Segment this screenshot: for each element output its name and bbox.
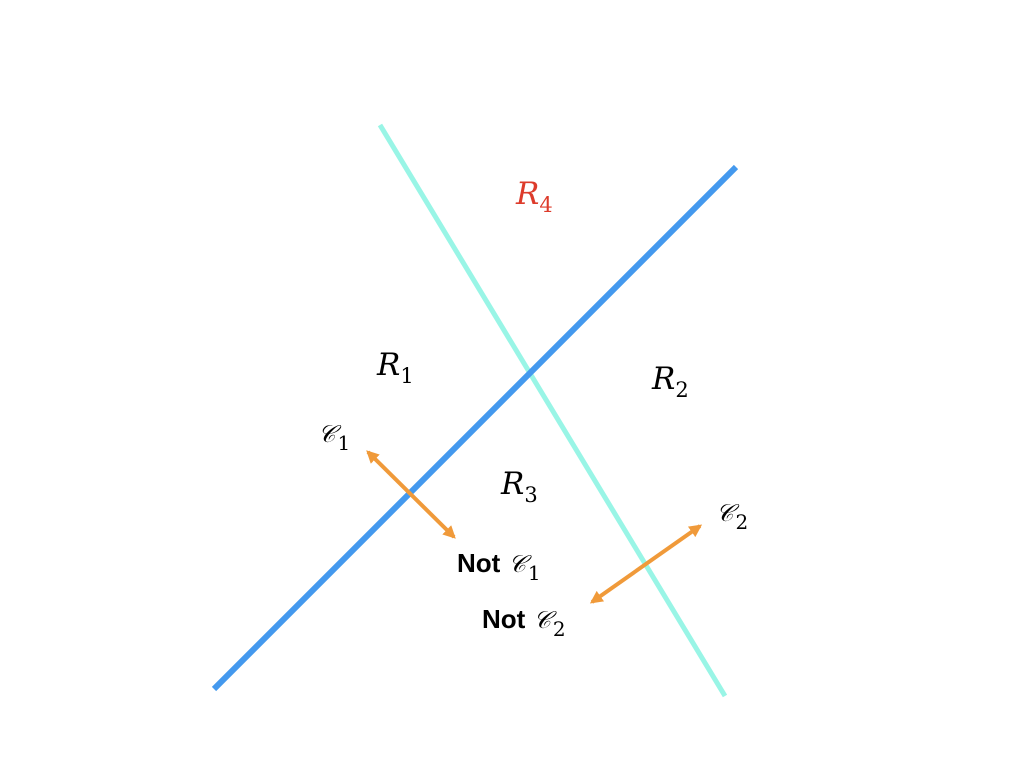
- region-1-letter: R: [376, 347, 400, 383]
- not-class-2-subscript: 2: [553, 617, 566, 641]
- not-class-1-subscript: 1: [528, 561, 541, 585]
- region-2-label: R2: [651, 361, 689, 402]
- region-2-subscript: 2: [675, 378, 688, 402]
- region-3-subscript: 3: [524, 483, 537, 507]
- not-class-1-word: Not: [457, 548, 501, 578]
- region-4-letter: R: [515, 176, 539, 212]
- region-3-label: R3: [500, 466, 538, 507]
- boundary-line-1: [211, 164, 739, 692]
- class-1-arrow: [366, 450, 456, 539]
- region-1-subscript: 1: [400, 364, 413, 388]
- region-1-label: R1: [376, 347, 414, 388]
- region-4-label: R4: [515, 176, 553, 217]
- class-2-subscript: 2: [736, 510, 749, 534]
- not-class-2-word: Not: [482, 604, 526, 634]
- class-2-arrow: [589, 524, 703, 604]
- class-1-subscript: 1: [338, 431, 351, 455]
- region-3-letter: R: [500, 466, 524, 502]
- region-2-letter: R: [651, 361, 675, 397]
- region-4-subscript: 4: [539, 193, 552, 217]
